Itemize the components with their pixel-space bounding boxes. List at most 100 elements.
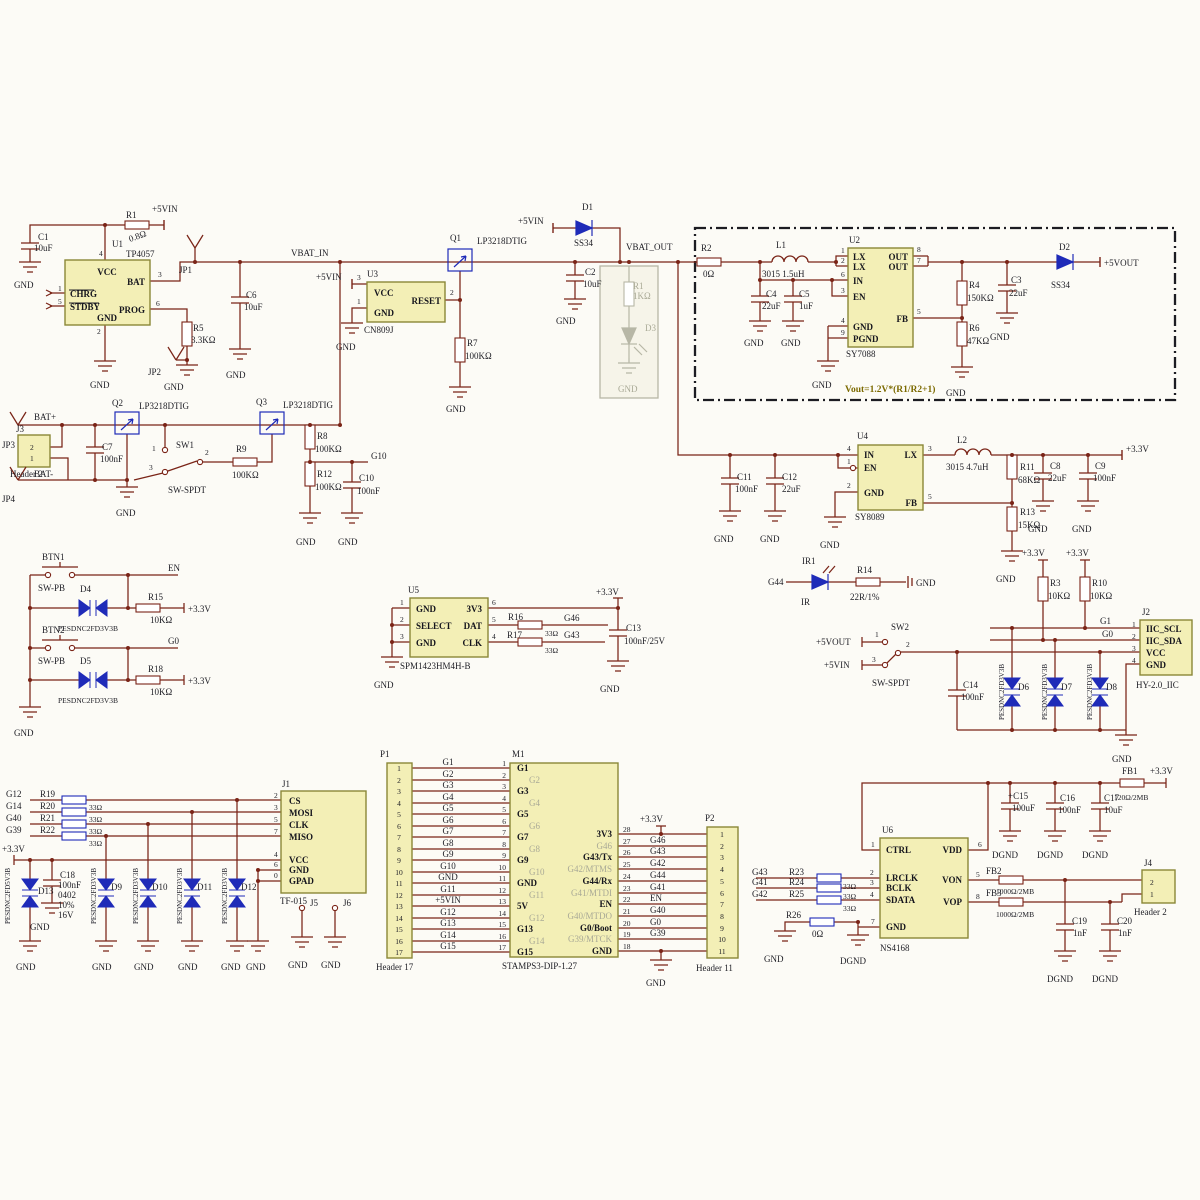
schematic-label: FB3 xyxy=(986,888,1002,898)
schematic-label: +C15 xyxy=(1008,791,1029,801)
schematic-label: 12 xyxy=(395,891,403,900)
schematic-label: 2 xyxy=(97,327,101,336)
schematic-label: BCLK xyxy=(886,883,912,893)
schematic-label: SPM1423HM4H-B xyxy=(400,661,471,671)
schematic-label: 28 xyxy=(623,825,631,834)
schematic-label: 3 xyxy=(274,803,278,812)
schematic-label: G6 xyxy=(443,815,454,825)
schematic-label: HY-2.0_IIC xyxy=(1136,680,1179,690)
schematic-label: PESDNC2FD3V3B xyxy=(221,868,229,924)
schematic-label: R26 xyxy=(786,910,802,920)
schematic-label: SS34 xyxy=(1051,280,1071,290)
schematic-label: GND xyxy=(1112,754,1132,764)
schematic-label: 7 xyxy=(871,917,875,926)
m1-stamps3-body xyxy=(509,762,619,958)
schematic-label: C12 xyxy=(782,472,797,482)
schematic-label: EN xyxy=(650,893,662,903)
schematic-label: G42 xyxy=(752,889,768,899)
schematic-label: 9 xyxy=(720,924,724,933)
schematic-label: STDBY xyxy=(70,302,101,312)
schematic-label: G6 xyxy=(529,821,540,831)
schematic-label: VOP xyxy=(943,897,962,907)
schematic-label: GND xyxy=(336,342,356,352)
schematic-label: PESDNC2FD3V3B xyxy=(1086,664,1094,720)
schematic-label: GND xyxy=(556,316,576,326)
schematic-label: 33Ω xyxy=(843,892,857,901)
schematic-label: EN xyxy=(168,563,180,573)
schematic-label: GND xyxy=(30,922,50,932)
schematic-label: GND xyxy=(14,280,34,290)
schematic-label: 3 xyxy=(870,878,874,887)
p2-header11-body xyxy=(706,826,739,959)
schematic-label: 100nF/25V xyxy=(624,636,666,646)
schematic-label: GND xyxy=(289,865,310,875)
schematic-label: 8 xyxy=(976,892,980,901)
u2-sy7088-body xyxy=(847,247,914,348)
schematic-label: 33Ω xyxy=(545,646,559,655)
schematic-label: G5 xyxy=(443,803,454,813)
schematic-label: 4 xyxy=(1132,656,1136,665)
q1-mosfet-icon xyxy=(447,248,473,272)
schematic-label: JP2 xyxy=(148,367,161,377)
schematic-label: 3V3 xyxy=(597,829,613,839)
schematic-label: GND xyxy=(853,322,874,332)
schematic-label: G13 xyxy=(517,924,534,934)
schematic-label: D13 xyxy=(38,886,54,896)
schematic-label: G40 xyxy=(6,813,22,823)
schematic-label: G9 xyxy=(517,855,529,865)
schematic-label: G10 xyxy=(371,451,387,461)
schematic-label: 3 xyxy=(400,632,404,641)
j1-tf-card-body xyxy=(280,790,367,894)
schematic-label: 1000Ω/2MB xyxy=(996,887,1034,896)
schematic-label: PESDNC2FD3V3B xyxy=(1041,664,1049,720)
schematic-label: C16 xyxy=(1060,793,1076,803)
schematic-label: G44 xyxy=(768,577,784,587)
schematic-label: DGND xyxy=(1082,850,1108,860)
schematic-label: GND xyxy=(781,338,801,348)
j4-header2-body xyxy=(1141,869,1176,904)
schematic-label: EN xyxy=(599,899,612,909)
schematic-label: 100nF xyxy=(1058,805,1081,815)
schematic-label: GND xyxy=(438,872,458,882)
schematic-label: Header 2 xyxy=(10,469,43,479)
schematic-label: 1 xyxy=(502,759,506,768)
schematic-label: 3V3 xyxy=(467,604,483,614)
schematic-label: GND xyxy=(374,680,394,690)
schematic-label: 5 xyxy=(492,615,496,624)
schematic-label: 22R/1% xyxy=(850,592,880,602)
schematic-label: 1uF xyxy=(799,301,813,311)
schematic-label: 33Ω xyxy=(89,839,103,848)
schematic-label: 1 xyxy=(152,444,156,453)
schematic-label: GND xyxy=(92,962,112,972)
schematic-label: 18 xyxy=(623,942,631,951)
schematic-label: 3 xyxy=(1132,644,1136,653)
schematic-label: PESDNC2FD3V3B xyxy=(58,624,118,633)
schematic-label: J1 xyxy=(282,779,290,789)
schematic-label: 13 xyxy=(499,897,507,906)
schematic-label: STAMPS3-DIP-1.27 xyxy=(502,961,578,971)
schematic-label: 22uF xyxy=(1048,473,1067,483)
schematic-label: 1 xyxy=(875,630,879,639)
schematic-label: DGND xyxy=(1037,850,1063,860)
schematic-label: 100KΩ xyxy=(315,444,342,454)
schematic-label: +3.3V xyxy=(1066,548,1089,558)
schematic-label: 15 xyxy=(395,925,403,934)
schematic-label: RESET xyxy=(411,296,441,306)
schematic-label: G13 xyxy=(440,918,456,928)
schematic-label: G12 xyxy=(529,913,545,923)
schematic-label: VCC xyxy=(97,267,117,277)
schematic-label: GND xyxy=(296,537,316,547)
schematic-label: L1 xyxy=(776,240,786,250)
schematic-label: DGND xyxy=(840,956,866,966)
schematic-label: 100nF xyxy=(961,692,984,702)
schematic-label: 3.3KΩ xyxy=(191,335,216,345)
schematic-label: G12 xyxy=(6,789,22,799)
schematic-label: C9 xyxy=(1095,461,1106,471)
schematic-label: G8 xyxy=(443,838,454,848)
schematic-label: G39/MTCK xyxy=(568,934,613,944)
schematic-label: J2 xyxy=(1142,607,1150,617)
schematic-label: GND xyxy=(116,508,136,518)
schematic-label: G14 xyxy=(440,930,456,940)
schematic-label: +3.3V xyxy=(188,676,211,686)
